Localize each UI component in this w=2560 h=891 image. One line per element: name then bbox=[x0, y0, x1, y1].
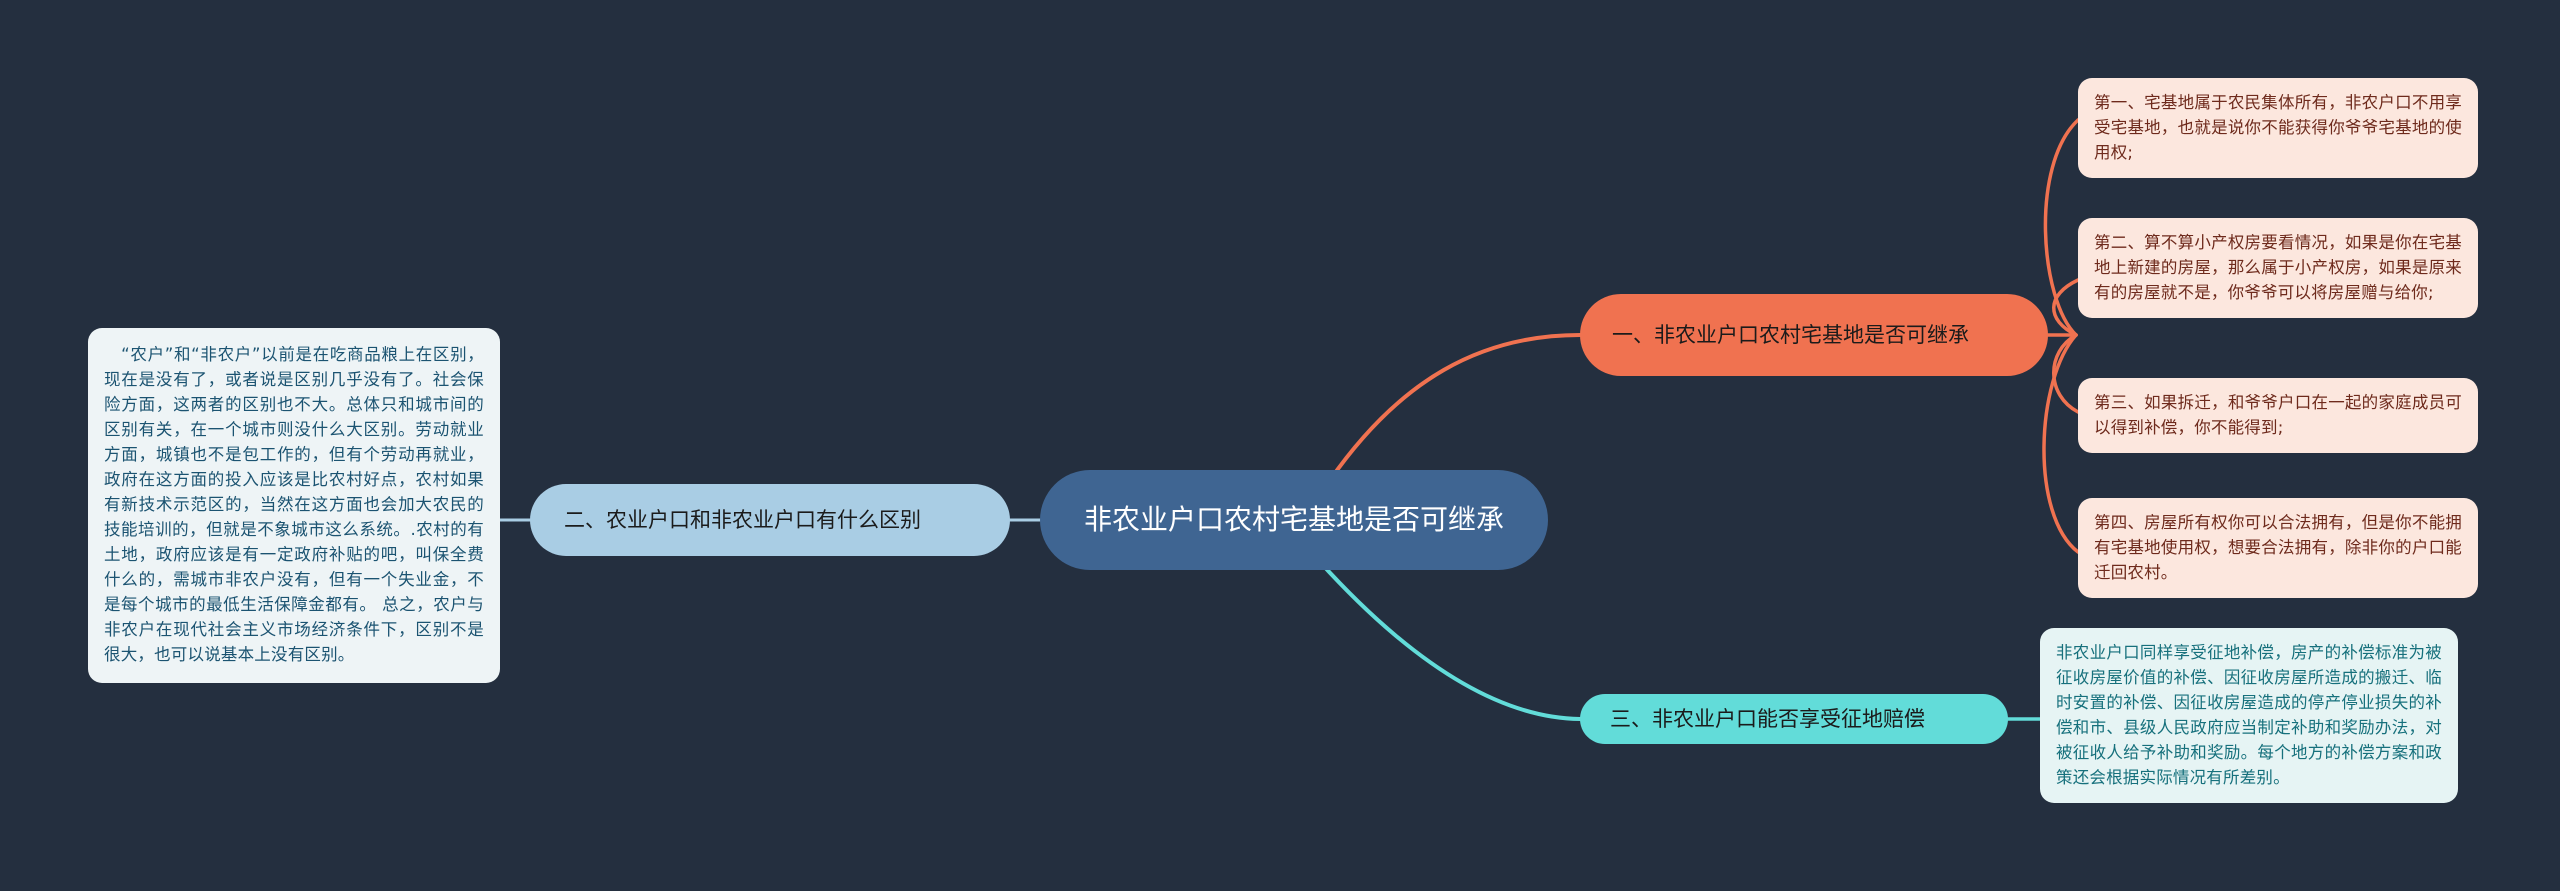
root-node-label: 非农业户口农村宅基地是否可继承 bbox=[1083, 503, 1504, 536]
link-orange-to-card-4 bbox=[2042, 333, 2080, 554]
leaf-card-cyan[interactable]: 非农业户口同样享受征地补偿，房产的补偿标准为被征收房屋价值的补偿、因征收房屋所造… bbox=[2040, 628, 2458, 803]
branch-node-cyan[interactable]: 三、非农业户口能否享受征地赔偿 bbox=[1580, 694, 2008, 744]
link-orange-to-card-3 bbox=[2052, 333, 2080, 414]
branch-node-cyan-label: 三、非农业户口能否享受征地赔偿 bbox=[1610, 707, 1925, 731]
leaf-card-orange-2-text: 第二、算不算小产权房要看情况，如果是你在宅基地上新建的房屋，那么属于小产权房，如… bbox=[2094, 233, 2462, 302]
leaf-card-orange-4-text: 第四、房屋所有权你可以合法拥有，但是你不能拥有宅基地使用权，想要合法拥有，除非你… bbox=[2094, 513, 2462, 582]
link-orange-to-card-1 bbox=[2043, 118, 2080, 337]
link-root-to-cyan bbox=[1318, 560, 1582, 721]
leaf-card-orange-4[interactable]: 第四、房屋所有权你可以合法拥有，但是你不能拥有宅基地使用权，想要合法拥有，除非你… bbox=[2078, 498, 2478, 598]
leaf-card-orange-1[interactable]: 第一、宅基地属于农民集体所有，非农户口不用享受宅基地，也就是说你不能获得你爷爷宅… bbox=[2078, 78, 2478, 178]
leaf-card-blue-text: “农户”和“非农户”以前是在吃商品粮上在区别，现在是没有了，或者说是区别几乎没有… bbox=[104, 345, 484, 664]
branch-node-orange-label: 一、非农业户口农村宅基地是否可继承 bbox=[1612, 323, 1969, 347]
branch-node-orange[interactable]: 一、非农业户口农村宅基地是否可继承 bbox=[1580, 294, 2048, 376]
leaf-card-cyan-text: 非农业户口同样享受征地补偿，房产的补偿标准为被征收房屋价值的补偿、因征收房屋所造… bbox=[2056, 643, 2442, 787]
link-orange-to-card-2 bbox=[2052, 278, 2080, 337]
leaf-card-orange-3[interactable]: 第三、如果拆迁，和爷爷户口在一起的家庭成员可以得到补偿，你不能得到; bbox=[2078, 378, 2478, 453]
leaf-card-orange-3-text: 第三、如果拆迁，和爷爷户口在一起的家庭成员可以得到补偿，你不能得到; bbox=[2094, 393, 2462, 437]
branch-node-blue-label: 二、农业户口和非农业户口有什么区别 bbox=[564, 508, 921, 532]
branch-node-blue[interactable]: 二、农业户口和非农业户口有什么区别 bbox=[530, 484, 1010, 556]
root-node[interactable]: 非农业户口农村宅基地是否可继承 bbox=[1040, 470, 1548, 570]
leaf-card-orange-2[interactable]: 第二、算不算小产权房要看情况，如果是你在宅基地上新建的房屋，那么属于小产权房，如… bbox=[2078, 218, 2478, 318]
leaf-card-orange-1-text: 第一、宅基地属于农民集体所有，非农户口不用享受宅基地，也就是说你不能获得你爷爷宅… bbox=[2094, 93, 2462, 162]
link-root-to-orange bbox=[1328, 333, 1582, 482]
leaf-card-blue[interactable]: “农户”和“非农户”以前是在吃商品粮上在区别，现在是没有了，或者说是区别几乎没有… bbox=[88, 328, 500, 683]
